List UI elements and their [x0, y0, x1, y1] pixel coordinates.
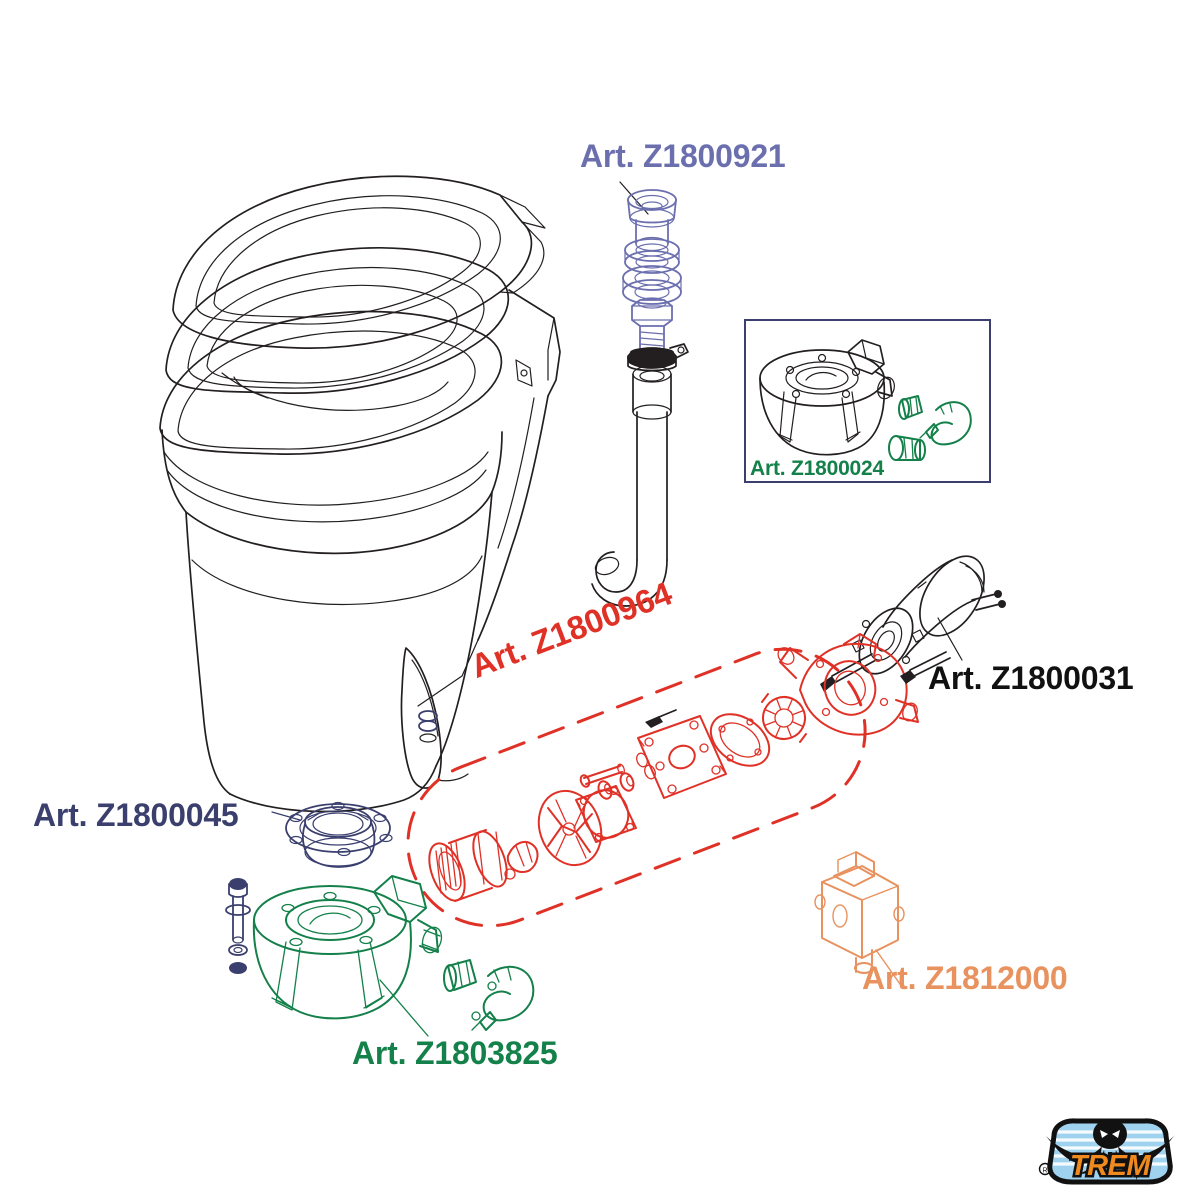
logo-registered-mark: R: [1038, 1162, 1052, 1176]
logo-shield: [1047, 1118, 1173, 1185]
label-motor: Art. Z1800031: [928, 660, 1134, 696]
discharge-pipe-assembly-artwork: [591, 181, 689, 607]
svg-text:R: R: [1042, 1168, 1047, 1175]
pump-assembly-artwork: [406, 633, 951, 928]
trem-logo: TREM R: [1036, 1112, 1184, 1188]
logo-octopus: [1046, 1119, 1174, 1174]
label-base-housing: Art. Z1803825: [352, 1035, 558, 1071]
svg-text:TREM: TREM: [1070, 1150, 1152, 1182]
logo-wordmark: TREM: [1067, 1148, 1154, 1185]
base-kit-inset-artwork: [744, 319, 991, 483]
electric-motor-artwork: [820, 555, 1006, 692]
base-housing-artwork: [252, 875, 535, 1037]
label-control-switch: Art. Z1812000: [862, 960, 1068, 996]
mounting-flange-artwork: [225, 801, 393, 974]
logo-eyes: [1100, 1130, 1120, 1138]
label-mounting-flange: Art. Z1800045: [33, 797, 239, 833]
label-discharge-pipe: Art. Z1800921: [580, 138, 786, 174]
control-switch-box-artwork: [814, 851, 905, 985]
toilet-bowl-and-seat-artwork: [159, 175, 561, 813]
label-base-kit-inset: Art. Z1800024: [750, 457, 884, 480]
